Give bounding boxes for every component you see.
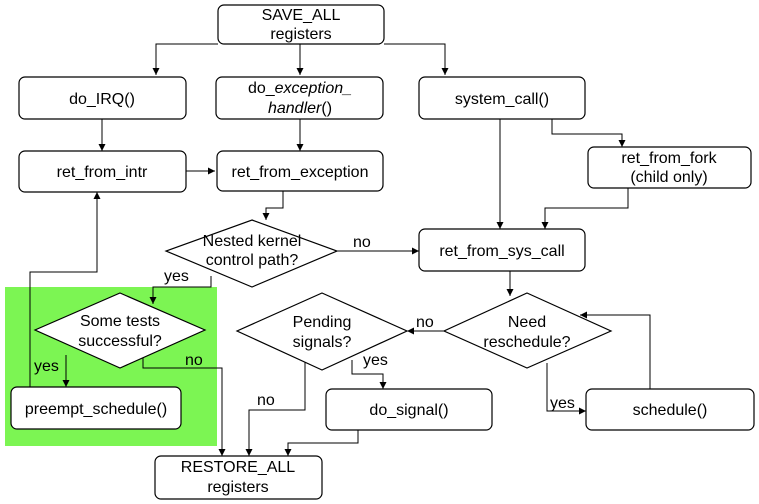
edge-syscall-to-retfork — [551, 119, 626, 147]
node-preempt-schedule: preempt_schedule() — [10, 386, 182, 430]
edge-schedule-to-needresched — [580, 311, 651, 389]
node-pending-signals-decision: Pending signals? — [235, 292, 409, 371]
svg-text:schedule(): schedule() — [633, 402, 708, 419]
svg-text:RESTORE_ALL: RESTORE_ALL — [181, 459, 296, 476]
edge-preempt-to-retintr — [29, 192, 101, 387]
edge-pending-to-dosignal — [351, 360, 387, 389]
node-do-irq: do_IRQ() — [18, 76, 187, 120]
svg-text:handler(): handler() — [268, 100, 332, 117]
svg-text:Some tests: Some tests — [80, 313, 160, 330]
node-some-tests-decision: Some tests successful? — [33, 292, 207, 369]
edge-dosignal-to-restoreall — [284, 430, 359, 456]
node-do-exception-handler: do_exception_ handler() — [215, 76, 384, 120]
edge-needresched-to-schedule — [546, 363, 586, 415]
edge-nested-to-sometests — [149, 276, 212, 304]
node-need-reschedule-decision: Need reschedule? — [442, 292, 613, 369]
svg-text:signals?: signals? — [293, 334, 352, 351]
svg-text:Nested kernel: Nested kernel — [203, 233, 302, 250]
node-nested-kernel-decision: Nested kernel control path? — [164, 219, 339, 288]
svg-text:SAVE_ALL: SAVE_ALL — [262, 7, 341, 24]
edges — [29, 43, 651, 456]
edge-retfork-to-retsyscall — [541, 188, 629, 229]
svg-text:registers: registers — [270, 26, 331, 43]
edge-label-tests-no: no — [185, 352, 203, 369]
node-system-call: system_call() — [418, 76, 586, 120]
node-ret-from-fork: ret_from_fork (child only) — [587, 146, 752, 189]
edge-sometests-to-restoreall — [142, 355, 226, 456]
svg-text:do_signal(): do_signal() — [369, 402, 448, 419]
edge-label-tests-yes: yes — [34, 358, 59, 375]
svg-text:control path?: control path? — [206, 252, 299, 269]
edge-label-resched-yes: yes — [550, 395, 575, 412]
svg-text:ret_from_intr: ret_from_intr — [57, 164, 148, 181]
svg-text:system_call(): system_call() — [455, 91, 549, 108]
edge-label-nested-yes: yes — [164, 268, 189, 285]
edge-label-nested-no: no — [353, 234, 371, 251]
svg-text:ret_from_fork: ret_from_fork — [621, 150, 717, 167]
svg-text:Need: Need — [508, 314, 546, 331]
node-ret-from-sys-call: ret_from_sys_call — [418, 228, 586, 272]
svg-text:registers: registers — [207, 479, 268, 496]
svg-text:preempt_schedule(): preempt_schedule() — [25, 401, 167, 418]
node-save-all: SAVE_ALL registers — [217, 4, 385, 45]
edge-label-pending-yes: yes — [363, 352, 388, 369]
svg-text:successful?: successful? — [78, 333, 162, 350]
node-restore-all: RESTORE_ALL registers — [154, 455, 323, 500]
edge-labels: no yes yes no no yes yes no — [34, 234, 575, 412]
svg-text:reschedule?: reschedule? — [483, 334, 570, 351]
edge-retexception-to-nested — [262, 191, 284, 220]
svg-text:do_IRQ(): do_IRQ() — [69, 91, 135, 108]
svg-text:ret_from_sys_call: ret_from_sys_call — [439, 243, 564, 260]
svg-text:(child only): (child only) — [630, 169, 707, 186]
edge-pending-to-restoreall — [245, 360, 306, 456]
node-schedule: schedule() — [585, 388, 755, 431]
edge-label-pending-no: no — [257, 392, 275, 409]
edge-saveall-to-doirq — [152, 43, 218, 75]
svg-text:ret_from_exception: ret_from_exception — [232, 164, 369, 181]
svg-text:Pending: Pending — [293, 314, 352, 331]
node-do-signal: do_signal() — [325, 388, 493, 431]
edge-label-resched-no: no — [416, 314, 434, 331]
node-ret-from-intr: ret_from_intr — [18, 150, 187, 193]
svg-text:do_exception_: do_exception_ — [248, 80, 352, 97]
edge-saveall-to-syscall — [384, 43, 449, 75]
node-ret-from-exception: ret_from_exception — [216, 150, 384, 192]
